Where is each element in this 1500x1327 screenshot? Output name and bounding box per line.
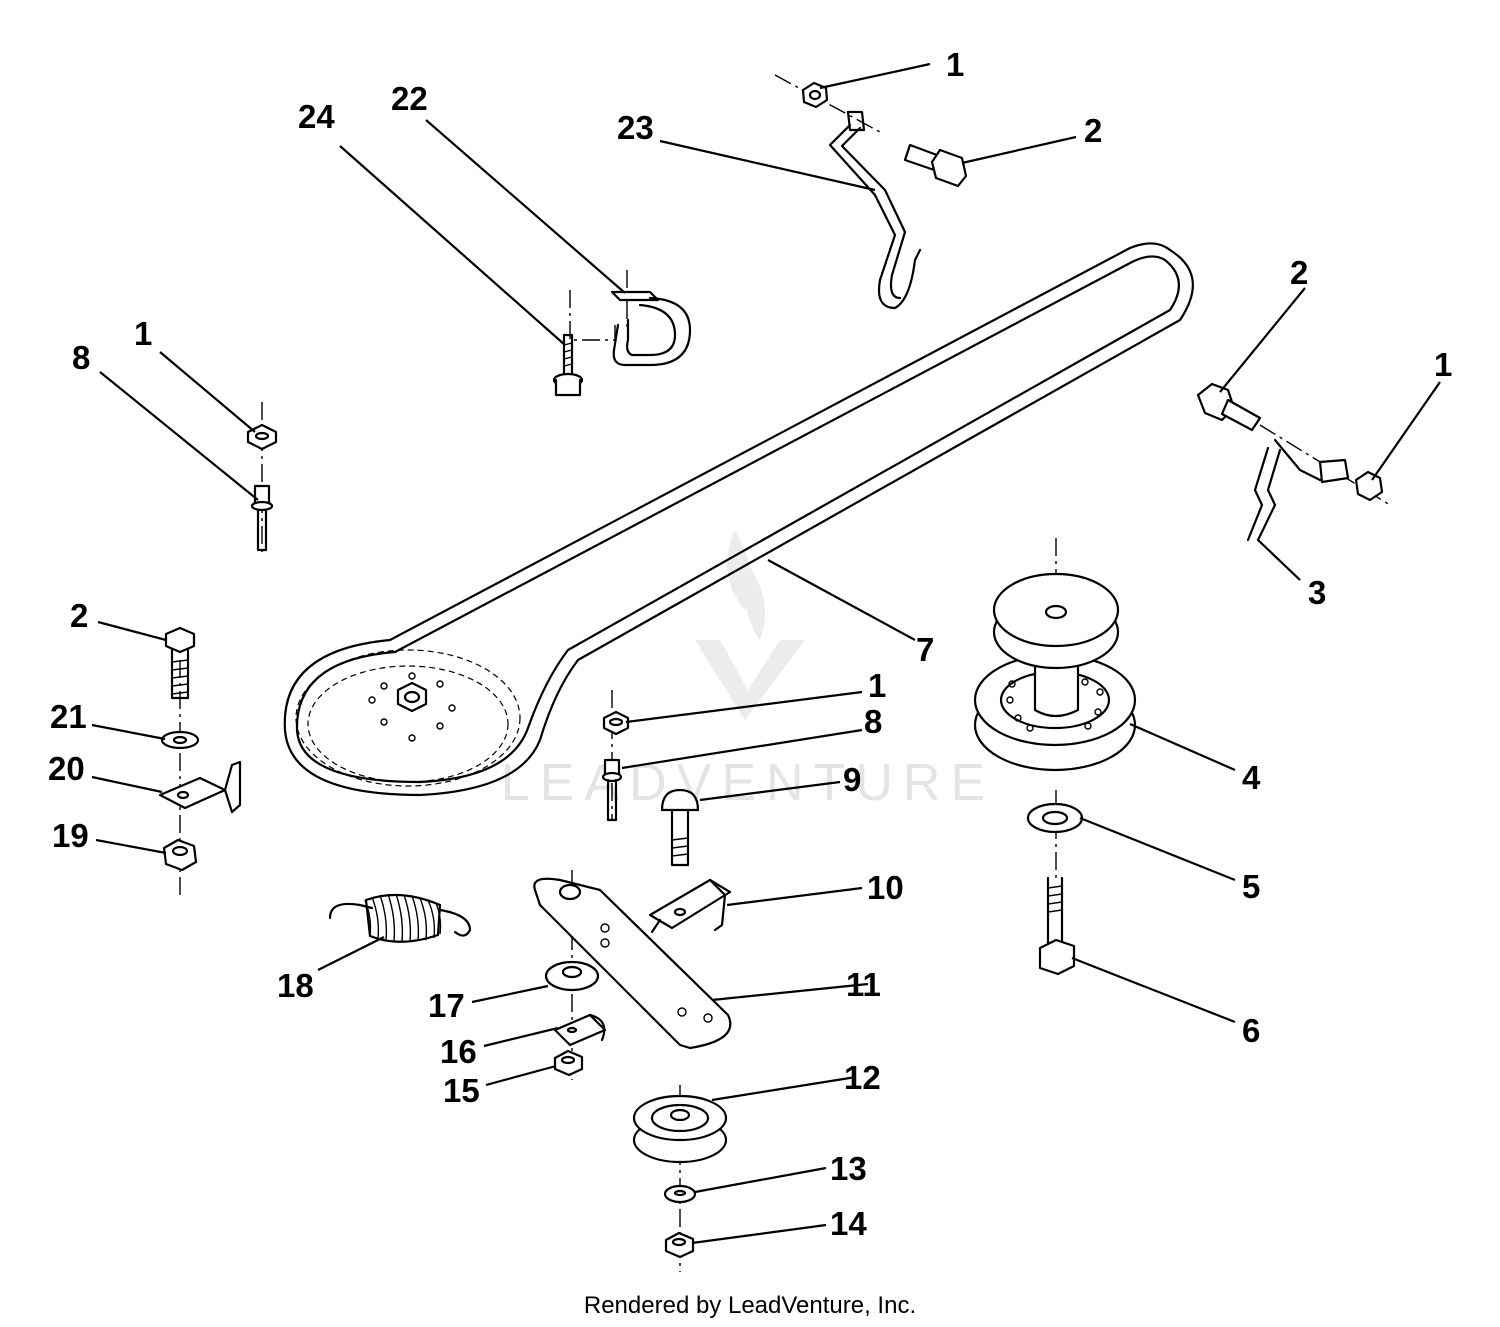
part-bracket-20 xyxy=(158,760,242,814)
part-spring-18 xyxy=(328,893,472,943)
part-bracket-10 xyxy=(648,878,732,934)
callout-18: 18 xyxy=(277,967,314,1004)
part-nut-19 xyxy=(162,838,198,872)
part-nut-14 xyxy=(664,1231,695,1259)
callout-3: 3 xyxy=(1308,574,1326,611)
part-washer-13 xyxy=(663,1184,697,1204)
callout-15: 15 xyxy=(443,1072,480,1109)
watermark-logo xyxy=(695,530,805,720)
callout-5: 5 xyxy=(1242,868,1260,905)
callout-17: 17 xyxy=(428,987,465,1024)
center-lines xyxy=(179,74,1391,1272)
callout-8-center: 8 xyxy=(864,703,882,740)
part-washer-21 xyxy=(160,730,200,750)
part-bolt-left xyxy=(164,626,196,700)
callout-1-center: 1 xyxy=(868,667,886,704)
callout-4: 4 xyxy=(1242,759,1261,796)
callout-22: 22 xyxy=(391,80,428,117)
part-nut-right xyxy=(1354,470,1384,502)
part-bolt-6 xyxy=(1038,876,1076,976)
callout-8-left: 8 xyxy=(72,339,90,376)
credit-line: Rendered by LeadVenture, Inc. xyxy=(583,1292,917,1319)
part-arm-11 xyxy=(533,877,732,1050)
callout-1-left: 1 xyxy=(134,315,152,352)
part-bracket-22 xyxy=(610,290,692,367)
callout-20: 20 xyxy=(48,750,85,787)
callout-13: 13 xyxy=(830,1150,867,1187)
callout-1-top: 1 xyxy=(946,46,964,83)
part-bolt-right xyxy=(1196,382,1262,432)
watermark-text: LEADVENTURE xyxy=(501,754,995,812)
part-belt-7 xyxy=(283,242,1194,797)
callout-10: 10 xyxy=(867,869,904,906)
part-washer-17 xyxy=(544,960,600,992)
part-bolt-24 xyxy=(552,333,584,397)
part-bracket-3 xyxy=(1246,438,1350,542)
part-nut-top xyxy=(801,81,829,109)
callout-12: 12 xyxy=(844,1059,881,1096)
part-stud-center xyxy=(601,758,623,822)
callout-23: 23 xyxy=(617,109,654,146)
part-pulley-12 xyxy=(632,1094,728,1164)
callout-9: 9 xyxy=(843,761,861,798)
callout-1-right: 1 xyxy=(1434,346,1452,383)
callout-16: 16 xyxy=(440,1033,477,1070)
callout-24: 24 xyxy=(298,98,335,135)
callout-19: 19 xyxy=(52,817,89,854)
part-pulley-4 xyxy=(973,572,1137,772)
callout-21: 21 xyxy=(50,698,87,735)
callout-2-left: 2 xyxy=(70,597,88,634)
part-nut-center xyxy=(602,710,630,736)
part-bracket-23 xyxy=(828,110,922,310)
callout-7: 7 xyxy=(916,631,934,668)
callout-6: 6 xyxy=(1242,1012,1260,1049)
part-bolt-top xyxy=(903,143,968,188)
part-clip-16 xyxy=(553,1013,607,1047)
part-washer-5 xyxy=(1026,802,1084,834)
part-nut-15 xyxy=(553,1049,584,1077)
callout-2-top: 2 xyxy=(1084,112,1102,149)
part-carriage-bolt-9 xyxy=(660,788,700,867)
callout-2-right: 2 xyxy=(1290,254,1308,291)
callout-14: 14 xyxy=(830,1205,867,1242)
leader-lines xyxy=(91,62,1441,1245)
callout-11: 11 xyxy=(846,966,881,1003)
